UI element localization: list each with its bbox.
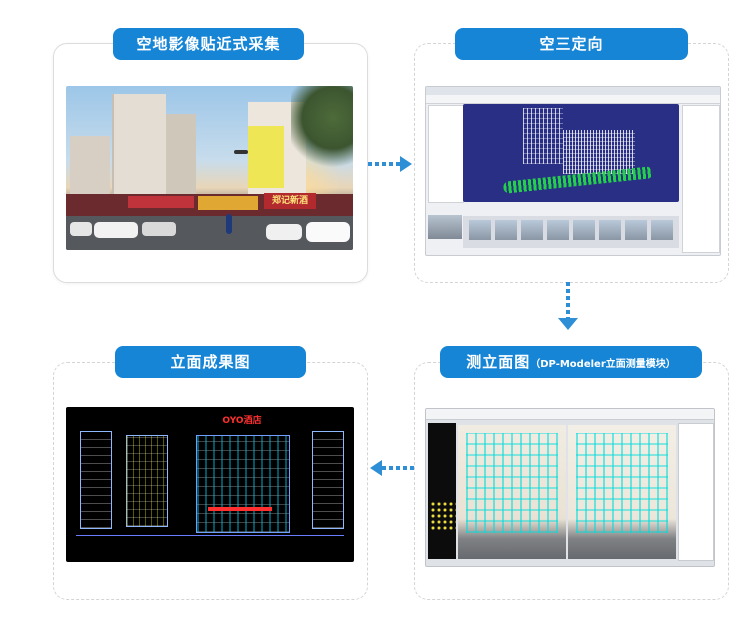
tree (291, 86, 353, 172)
car-5 (306, 222, 350, 242)
dpm-facade-overlay-1 (466, 433, 558, 533)
arrow-down-head (558, 318, 578, 330)
dpm-points (430, 501, 456, 531)
strip-thumb (469, 220, 491, 240)
shop-sign-red (128, 196, 194, 208)
dpm-left-view (428, 423, 456, 559)
image-strip (463, 216, 679, 248)
point-cloud-view (463, 104, 679, 202)
dpm-facade-overlay-2 (576, 433, 668, 533)
step-title-facade-result: 立面成果图 (115, 346, 306, 378)
elevation-tower (126, 435, 168, 527)
strip-thumb (547, 220, 569, 240)
strip-thumb (599, 220, 621, 240)
arrow-left (370, 460, 414, 476)
strip-thumb (651, 220, 673, 240)
cad-ground (76, 535, 344, 536)
step-title-facade-measure: 测立面图（DP-Modeler立面测量模块） (440, 346, 702, 378)
store-sign-text: 郑记新酒 (264, 193, 316, 209)
step-title-aerotriangulation: 空三定向 (455, 28, 688, 60)
car-3 (142, 222, 176, 236)
titlebar (426, 87, 720, 95)
elevation-left (80, 431, 112, 529)
point-cloud-building-2 (563, 130, 635, 174)
step-title-facade-measure-main: 测立面图 (466, 353, 531, 371)
point-cloud-building-1 (523, 108, 563, 164)
left-tree-panel (428, 105, 464, 203)
cad-hotel-sign: OYO酒店 (222, 416, 262, 426)
dpm-right-panel (678, 423, 714, 561)
strip-thumb (573, 220, 595, 240)
drone-icon (234, 150, 248, 154)
facade-cad-drawing: OYO酒店 (66, 407, 354, 562)
strip-thumb (521, 220, 543, 240)
arrow-right-head (400, 156, 412, 172)
dpm-toolbar (426, 409, 714, 420)
building-highlight (248, 126, 284, 188)
pedestrian (226, 214, 232, 234)
right-table-panel (682, 105, 720, 253)
arrow-right (368, 156, 412, 172)
preview-thumbnail (428, 215, 462, 239)
elevation-right (312, 431, 344, 529)
step-title-facade-measure-sub: （DP-Modeler立面测量模块） (530, 359, 676, 370)
car-4 (266, 224, 302, 240)
elevation-main (196, 435, 290, 533)
street-photo: 郑记新酒 (66, 86, 353, 250)
car-1 (70, 222, 92, 236)
toolbar (426, 95, 720, 104)
shop-sign-yellow (198, 196, 258, 210)
dp-modeler-screenshot (425, 408, 715, 567)
arrow-down (558, 282, 578, 330)
car-2 (94, 222, 138, 238)
step-title-capture: 空地影像贴近式采集 (113, 28, 304, 60)
cad-sign-band (208, 507, 272, 511)
strip-thumb (495, 220, 517, 240)
strip-thumb (625, 220, 647, 240)
arrow-left-head (370, 460, 382, 476)
